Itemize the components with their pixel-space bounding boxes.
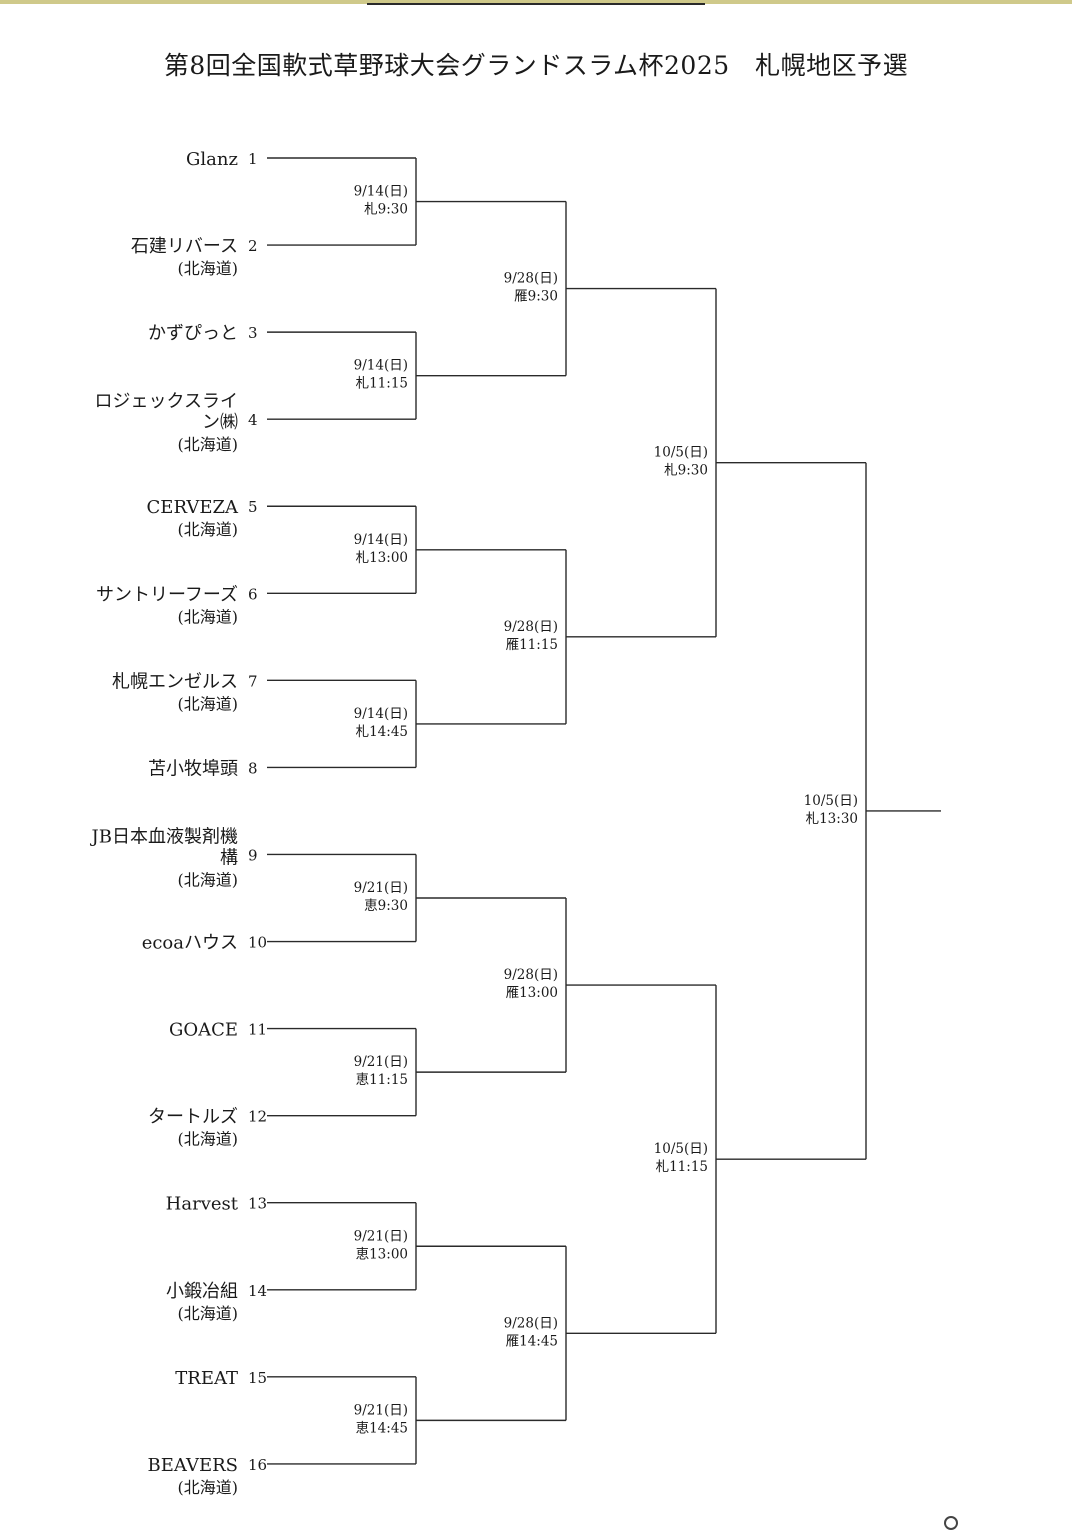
- team-seed: 5: [248, 498, 258, 516]
- match-date: 9/28(日): [504, 619, 558, 635]
- page-title: 第8回全国軟式草野球大会グランドスラム杯2025 札幌地区予選: [163, 51, 909, 80]
- team-name: 石建リバース: [131, 236, 238, 257]
- match-date: 9/14(日): [354, 532, 408, 548]
- match-time: 札13:00: [356, 550, 408, 566]
- team-region: (北海道): [178, 870, 239, 889]
- team-seed: 14: [248, 1282, 267, 1300]
- match-time: 雁9:30: [514, 289, 558, 305]
- match-time: 札11:15: [356, 376, 408, 392]
- team-name: 札幌エンゼルス: [112, 671, 238, 692]
- team-name: サントリーフーズ: [96, 584, 238, 605]
- match-time: 札11:15: [656, 1159, 708, 1175]
- match-date: 9/28(日): [504, 1315, 558, 1331]
- team-region: (北海道): [178, 259, 239, 278]
- match-date: 10/5(日): [654, 445, 708, 461]
- match-date: 10/5(日): [804, 793, 858, 809]
- match-time: 雁13:00: [506, 985, 558, 1001]
- team-region: (北海道): [178, 607, 239, 626]
- match-time: 札9:30: [664, 463, 708, 479]
- match-time: 札9:30: [364, 202, 408, 218]
- match-date: 9/14(日): [354, 358, 408, 374]
- team-name: ロジェックスライ: [95, 391, 238, 412]
- match-date: 9/28(日): [504, 967, 558, 983]
- circle-icon: [944, 1516, 958, 1530]
- team-seed: 9: [248, 846, 258, 864]
- team-region: (北海道): [178, 694, 239, 713]
- match-date: 9/14(日): [354, 706, 408, 722]
- match-time: 恵11:15: [356, 1072, 408, 1088]
- match-date: 9/21(日): [354, 880, 408, 896]
- team-region: (北海道): [178, 520, 239, 539]
- team-name: 苫小牧埠頭: [148, 758, 238, 779]
- team-name: タートルズ: [148, 1107, 238, 1128]
- team-name: CERVEZA: [147, 497, 239, 518]
- team-name: ン㈱: [202, 412, 238, 433]
- team-seed: 12: [248, 1108, 267, 1126]
- team-seed: 2: [248, 237, 258, 255]
- team-seed: 4: [248, 411, 258, 429]
- team-name: Glanz: [186, 149, 238, 170]
- team-seed: 1: [248, 150, 258, 168]
- match-date: 10/5(日): [654, 1141, 708, 1157]
- team-name: Harvest: [166, 1194, 239, 1215]
- team-name: 構: [220, 847, 238, 868]
- match-time: 札13:30: [806, 811, 858, 827]
- team-region: (北海道): [178, 1304, 239, 1323]
- team-seed: 15: [248, 1369, 267, 1387]
- match-date: 9/21(日): [354, 1054, 408, 1070]
- top-divider: [367, 3, 705, 5]
- match-time: 恵14:45: [356, 1420, 408, 1436]
- match-time: 札14:45: [356, 724, 408, 740]
- team-name: ecoaハウス: [142, 933, 238, 954]
- match-time: 雁11:15: [506, 637, 558, 653]
- team-region: (北海道): [178, 435, 239, 454]
- match-date: 9/28(日): [504, 271, 558, 287]
- team-seed: 11: [248, 1021, 267, 1039]
- match-time: 恵9:30: [364, 898, 408, 914]
- team-seed: 7: [248, 672, 258, 690]
- match-time: 恵13:00: [356, 1246, 408, 1262]
- team-seed: 10: [248, 934, 267, 952]
- team-seed: 6: [248, 585, 258, 603]
- team-seed: 13: [248, 1195, 267, 1213]
- team-name: GOACE: [169, 1020, 238, 1041]
- team-region: (北海道): [178, 1130, 239, 1149]
- match-date: 9/21(日): [354, 1402, 408, 1418]
- team-region: (北海道): [178, 1478, 239, 1497]
- team-name: JB日本血液製剤機: [90, 826, 238, 847]
- team-name: TREAT: [175, 1368, 238, 1389]
- match-date: 9/21(日): [354, 1228, 408, 1244]
- team-name: BEAVERS: [148, 1455, 239, 1476]
- match-time: 雁14:45: [506, 1333, 558, 1349]
- top-accent-band: [0, 0, 1072, 4]
- team-seed: 8: [248, 759, 258, 777]
- team-seed: 3: [248, 324, 258, 342]
- team-seed: 16: [248, 1456, 267, 1474]
- team-name: かずぴっと: [148, 323, 238, 344]
- match-date: 9/14(日): [354, 184, 408, 200]
- team-name: 小鍛冶組: [166, 1281, 238, 1302]
